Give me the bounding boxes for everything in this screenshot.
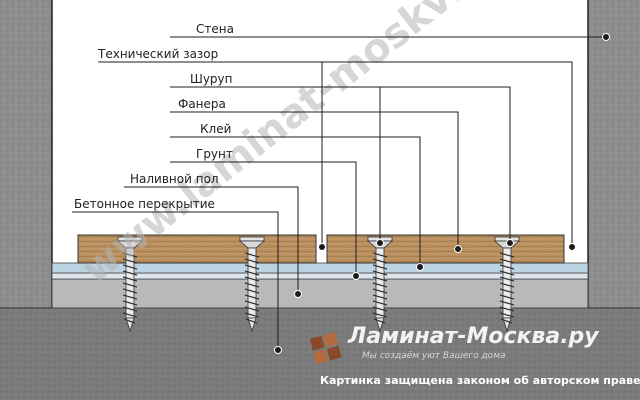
brand-logo: Ламинат-Москва.ру Мы создаём уют Вашего … [309,324,600,365]
plywood-sheet-right [326,234,565,264]
glue-layer [51,262,589,274]
label-gap: Технический зазор [97,47,218,61]
brand-emblem [309,332,342,365]
brand-slogan: Мы создаём уют Вашего дома [362,351,506,361]
label-screw: Шуруп [190,72,233,86]
label-primer: Грунт [196,147,233,161]
label-wall: Стена [196,22,234,36]
label-plywood: Фанера [178,97,226,111]
left-wall [0,0,52,308]
copyright-text: Картинка защищена законом об авторском п… [320,374,640,387]
label-concrete-slab: Бетонное перекрытие [74,197,215,211]
brand-name: Ламинат-Москва.ру [347,324,600,349]
label-glue: Клей [200,122,231,136]
label-self-leveling: Наливной пол [130,172,219,186]
self-leveling-layer [51,278,589,309]
leader-dots [274,33,610,354]
right-wall [588,0,640,308]
